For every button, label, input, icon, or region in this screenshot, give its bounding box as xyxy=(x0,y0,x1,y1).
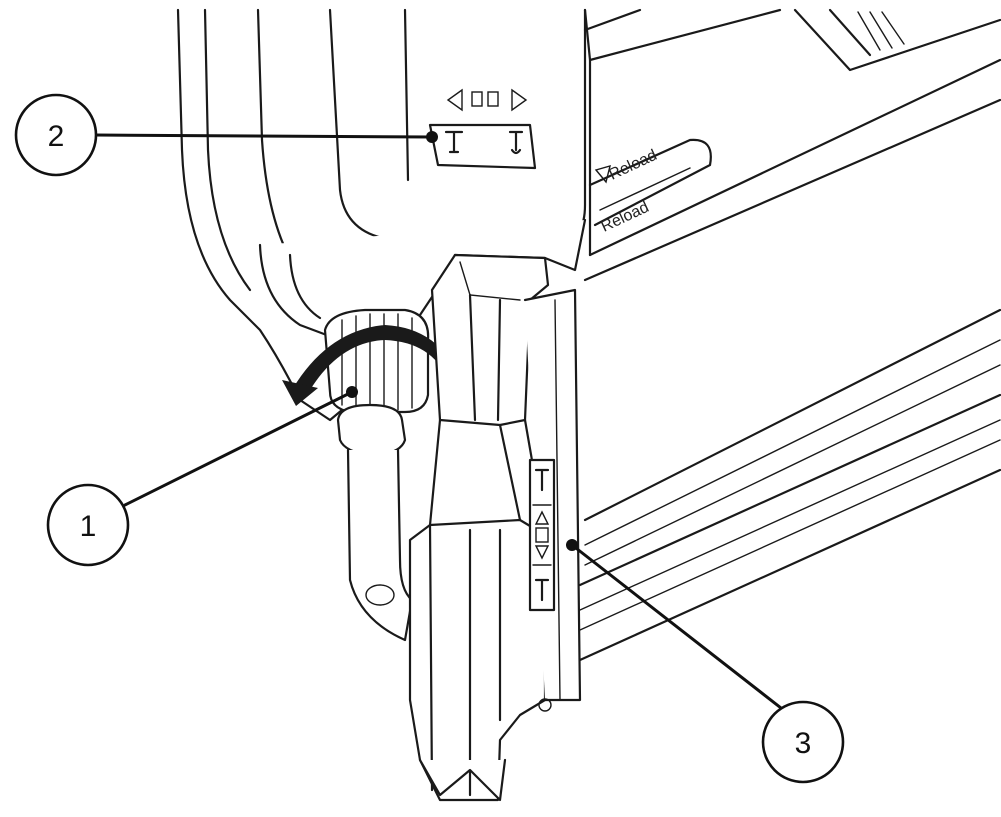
leader-dot-3 xyxy=(566,539,578,551)
depth-scale xyxy=(528,458,556,612)
callout-1: 1 xyxy=(46,483,130,567)
leader-dot-2 xyxy=(426,131,438,143)
leader-line-2 xyxy=(93,133,434,139)
leader-line-1 xyxy=(123,390,354,507)
magazine-body: Reload Reload xyxy=(578,8,1001,662)
callout-number-3: 3 xyxy=(795,727,812,760)
leader-line-3 xyxy=(570,543,792,717)
callout-number-1: 1 xyxy=(80,510,97,543)
nail-icon xyxy=(444,130,524,155)
rotation-arrow-icon xyxy=(295,325,460,390)
up-down-arrow-icon xyxy=(534,510,550,560)
depth-adjust-icon xyxy=(428,88,537,170)
callout-2: 2 xyxy=(14,93,98,177)
callout-3: 3 xyxy=(761,700,845,784)
leader-dot-1 xyxy=(346,386,358,398)
reload-label-top: Reload xyxy=(607,147,660,184)
nose-piece xyxy=(336,253,582,802)
callout-number-2: 2 xyxy=(48,120,65,153)
